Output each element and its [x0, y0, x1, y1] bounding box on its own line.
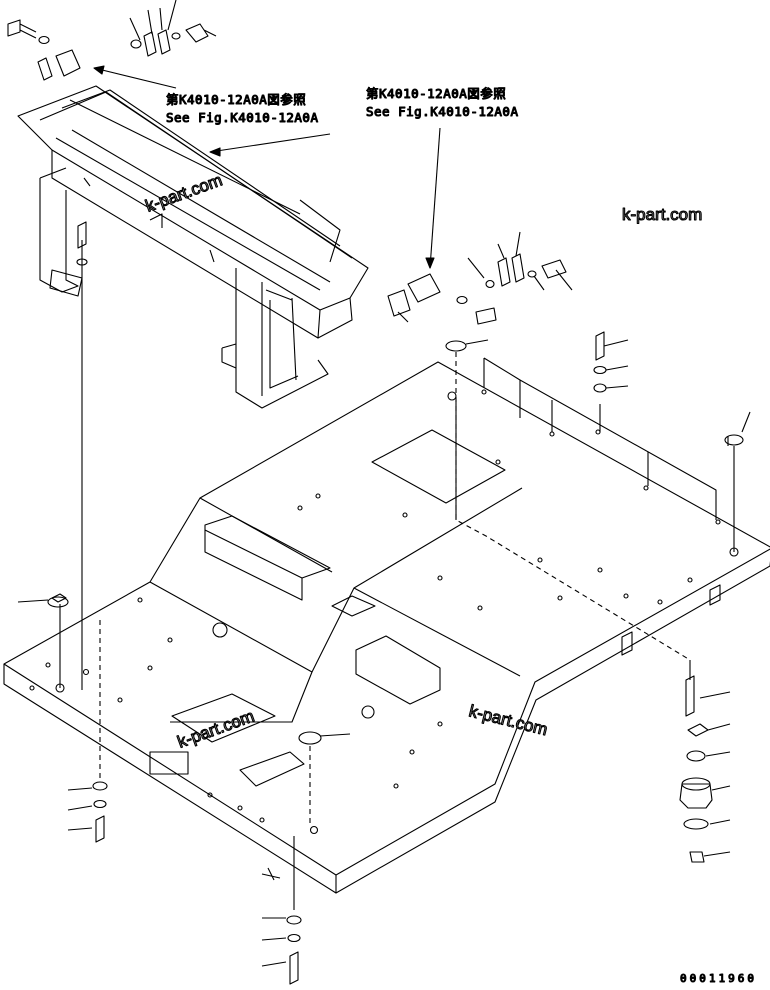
cushion-front — [298, 731, 322, 745]
reference-jp-left: 第K4010-12A0A図参照 — [166, 92, 306, 107]
rear-plate — [371, 429, 506, 504]
washer — [38, 35, 50, 45]
reference-en-right: See Fig.K4010-12A0A — [366, 104, 519, 119]
right-fasteners — [387, 231, 573, 325]
floor-frame — [3, 361, 770, 894]
reference-en-left: See Fig.K4010-12A0A — [166, 110, 319, 125]
watermark-1: k-part.com — [143, 170, 225, 215]
front-bolts — [261, 731, 351, 985]
rubber-cushion — [445, 340, 467, 352]
reference-arrows — [93, 65, 441, 269]
watermark-2: k-part.com — [622, 205, 702, 224]
drawing-number: 00011960 — [680, 972, 757, 985]
rear-right-mount — [445, 331, 751, 520]
reference-label-left: 第K4010-12A0A図参照 See Fig.K4010-12A0A — [165, 91, 319, 125]
bolt-left — [7, 19, 37, 39]
cushion-left — [47, 596, 69, 608]
reference-jp-right: 第K4010-12A0A図参照 — [366, 86, 506, 101]
cushion-top — [724, 434, 744, 446]
front-plate — [171, 693, 276, 743]
reference-label-right: 第K4010-12A0A図参照 See Fig.K4010-12A0A — [365, 85, 519, 119]
console-stand — [17, 85, 369, 409]
mount-stack — [679, 675, 731, 863]
watermark-4: k-part.com — [467, 701, 550, 739]
mounting-holes — [29, 389, 739, 835]
plate — [55, 49, 81, 77]
left-bolts — [17, 221, 108, 843]
watermarks: k-part.com k-part.com k-part.com k-part.… — [142, 170, 703, 752]
left-bracket — [204, 515, 331, 579]
right-bracket — [355, 635, 441, 705]
top-left-fasteners — [7, 0, 217, 81]
